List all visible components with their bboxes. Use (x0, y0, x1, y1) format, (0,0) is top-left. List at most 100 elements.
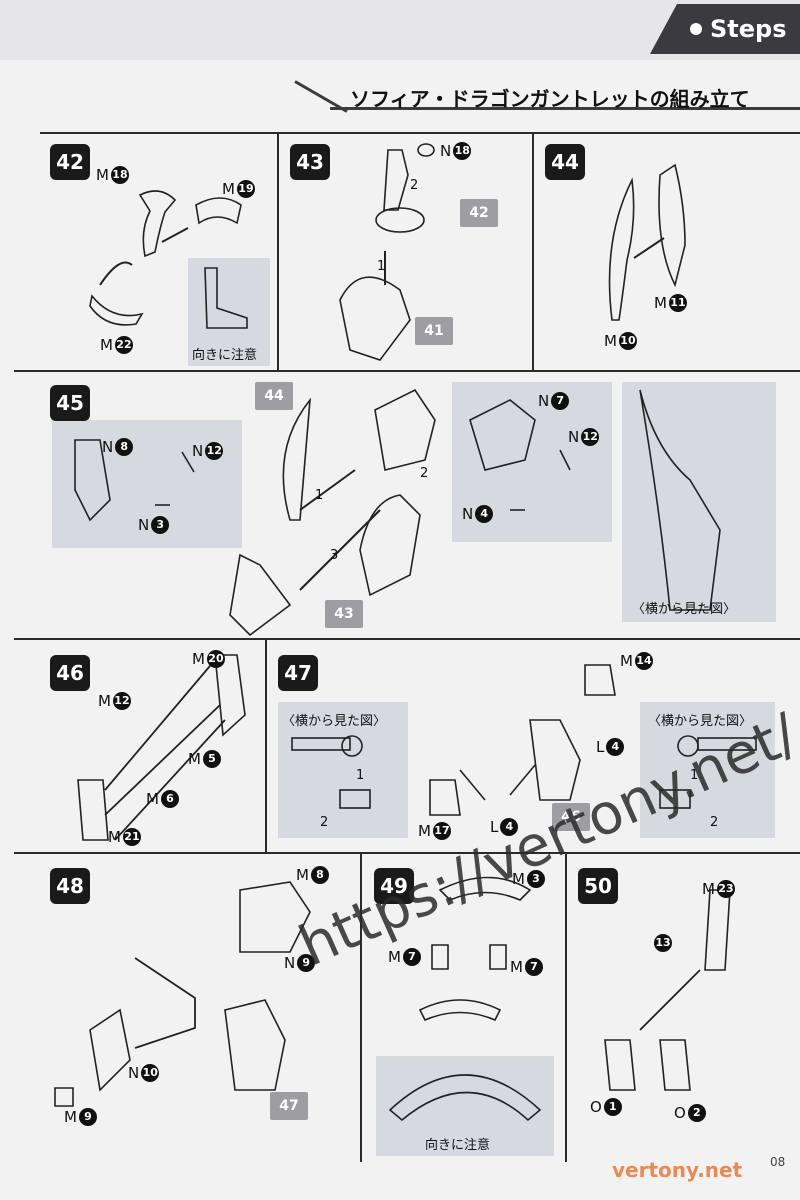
part-m7-right (489, 944, 507, 970)
step-number: 46 (50, 655, 90, 691)
part-m10 (608, 177, 635, 321)
divider (565, 852, 567, 1162)
step-number: 48 (50, 868, 90, 904)
part-arm (359, 494, 421, 597)
reference-badge: 42 (460, 199, 498, 227)
part-m3 (438, 876, 532, 901)
arrow-order-label: 2 (410, 178, 419, 193)
orientation-note: 向きに注意 (192, 348, 258, 363)
step-number: 47 (278, 655, 318, 691)
part-m11 (658, 163, 686, 288)
divider (14, 852, 800, 854)
reference-badge: 47 (270, 1092, 308, 1120)
step-number: 44 (545, 144, 585, 180)
divider (40, 132, 800, 134)
part-top (383, 149, 409, 211)
section-title: ソフィア・ドラゴンガントレットの組み立て (350, 87, 750, 111)
part-label: 13 (652, 934, 672, 952)
bullet-icon (690, 23, 702, 35)
part-m22 (89, 294, 144, 326)
divider (14, 638, 800, 640)
part-gauntlet-48 (224, 999, 286, 1091)
part-side-blade (639, 389, 721, 611)
part-n8 (74, 439, 111, 522)
arrow-order-label: 3 (330, 548, 339, 563)
title-underline (330, 107, 800, 110)
detail-box (52, 420, 242, 548)
arrow-order-label: 2 (710, 815, 719, 830)
arrow-order-label: 1 (356, 768, 365, 783)
part-n10 (89, 1008, 131, 1092)
arrow-order-label: 2 (420, 466, 429, 481)
reference-badge: 46 (552, 803, 590, 831)
part-m9 (54, 1087, 74, 1107)
watermark-footer: vertony.net (612, 1158, 743, 1182)
side-view-caption: 〈横から見た図〉 (648, 714, 753, 729)
arrow-order-label: 1 (690, 768, 699, 783)
part-m7-left (431, 944, 449, 970)
part-arm-47 (529, 719, 581, 801)
side-view-box (278, 702, 408, 838)
step-number: 42 (50, 144, 90, 180)
divider (277, 132, 279, 370)
side-view-box (622, 382, 776, 622)
part-gauntlet (229, 553, 292, 637)
arrow-order-label: 1 (377, 259, 386, 274)
divider (532, 132, 534, 370)
reference-badge: 41 (415, 317, 453, 345)
part-n7 (469, 399, 536, 471)
page-number: 08 (770, 1155, 786, 1169)
part-helm (239, 881, 311, 953)
step-number: 45 (50, 385, 90, 421)
side-view-caption: 〈横から見た図〉 (632, 602, 737, 617)
part-m20 (214, 654, 246, 737)
part-m17 (429, 779, 461, 816)
divider (360, 852, 362, 1162)
step-number: 50 (578, 868, 618, 904)
part-o2 (659, 1039, 691, 1091)
step-number: 49 (374, 868, 414, 904)
part-armor (374, 388, 436, 471)
part-blade (282, 397, 312, 521)
divider (265, 638, 267, 852)
reference-badge: 44 (255, 382, 293, 410)
side-view-box (640, 702, 775, 838)
step-number: 43 (290, 144, 330, 180)
part-small (204, 267, 248, 329)
arrow-order-label: 2 (320, 815, 329, 830)
part-m21 (77, 779, 109, 841)
part-o1 (604, 1039, 636, 1091)
part-m23 (704, 889, 731, 971)
part-m14 (584, 664, 616, 696)
orientation-note-box (376, 1056, 554, 1156)
steps-tab-label: Steps (710, 15, 787, 43)
